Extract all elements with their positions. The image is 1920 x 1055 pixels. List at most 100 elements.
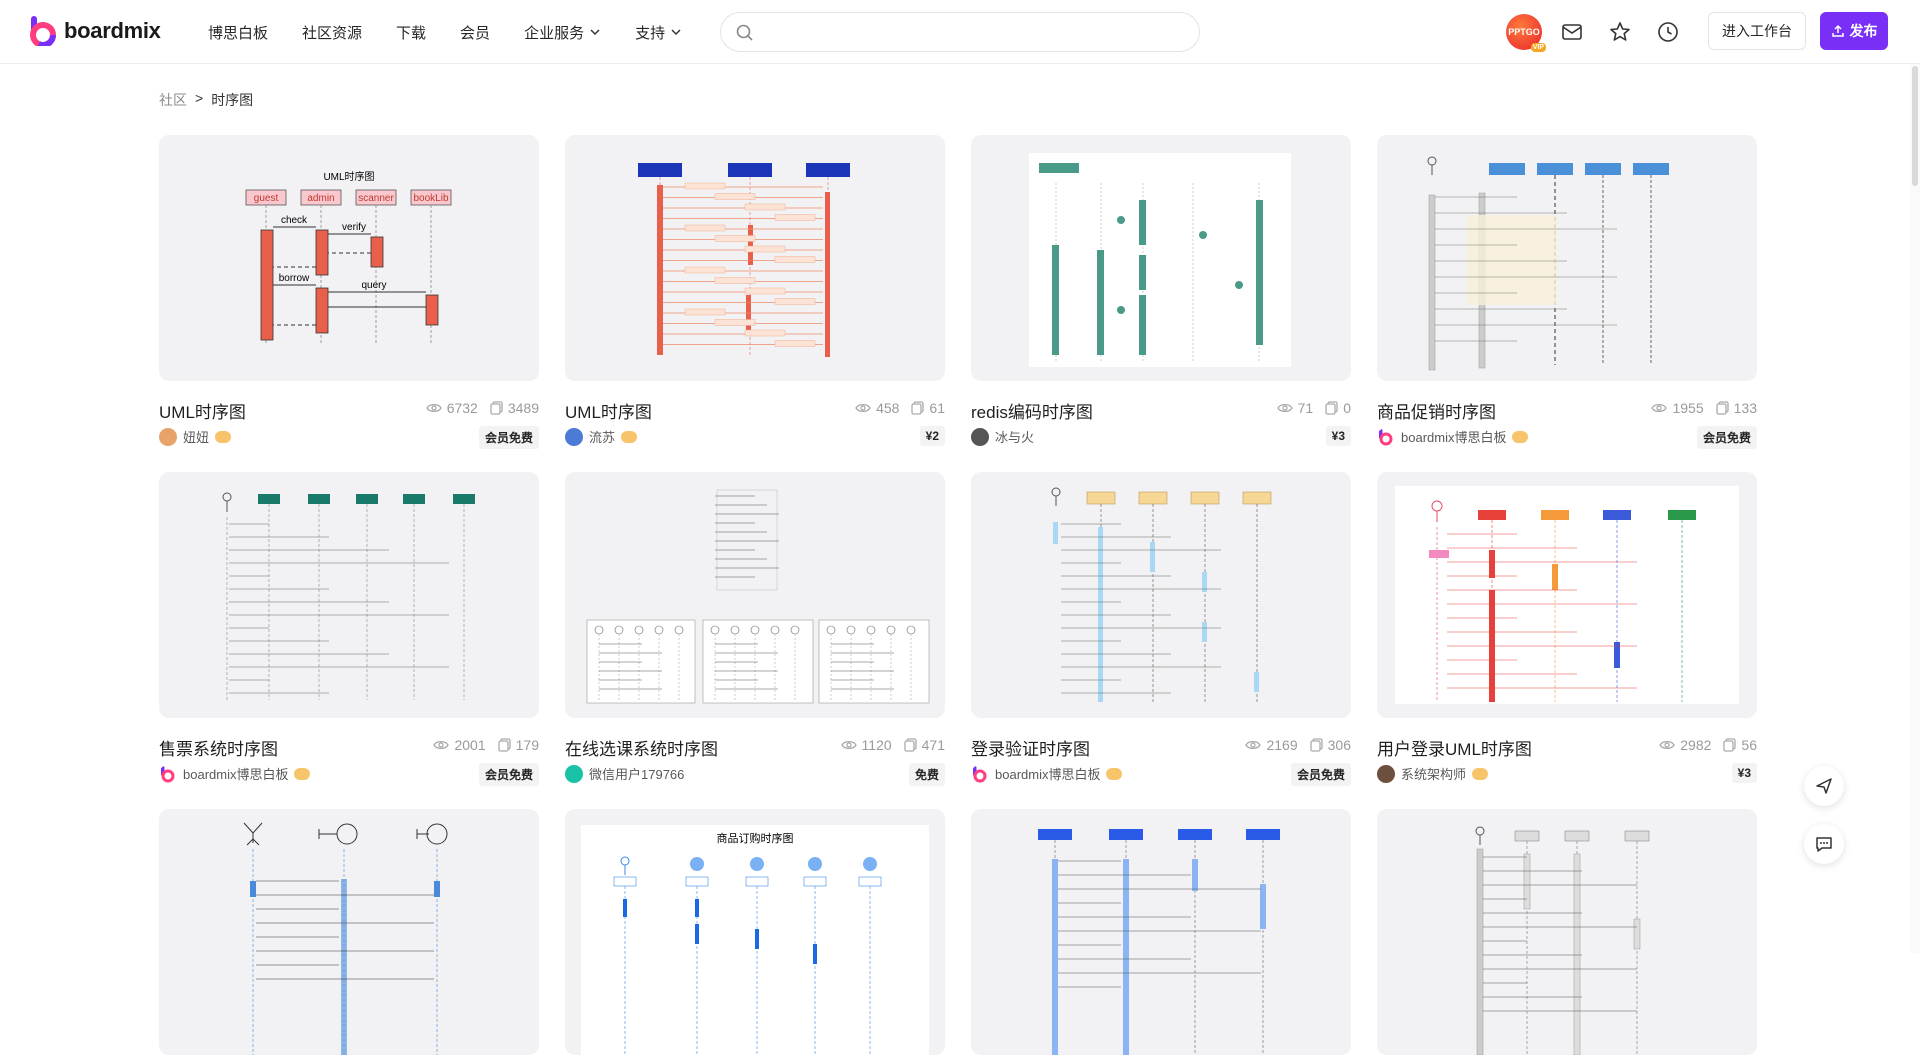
template-author[interactable]: 流苏 bbox=[565, 427, 638, 446]
copies-stat: 179 bbox=[497, 737, 539, 753]
nav-item-support[interactable]: 支持 bbox=[635, 22, 682, 43]
template-thumbnail[interactable] bbox=[971, 135, 1351, 381]
eye-views-icon bbox=[425, 403, 442, 413]
template-thumbnail[interactable] bbox=[1377, 472, 1757, 718]
template-author[interactable]: boardmix博思白板 bbox=[1377, 427, 1529, 446]
nav-item-whiteboard[interactable]: 博思白板 bbox=[208, 22, 268, 43]
thumbnail-diagram bbox=[1029, 153, 1291, 367]
user-avatar[interactable]: PPTGO VIP bbox=[1506, 14, 1546, 52]
publish-button[interactable]: 发布 bbox=[1820, 12, 1888, 50]
template-stats: 71 0 bbox=[1276, 400, 1351, 416]
template-author[interactable]: 系统架构师 bbox=[1377, 764, 1489, 783]
breadcrumb-root-link[interactable]: 社区 bbox=[159, 92, 187, 108]
copy-count-icon bbox=[1715, 401, 1729, 415]
search-input[interactable] bbox=[765, 13, 1185, 51]
star-icon[interactable] bbox=[1608, 20, 1632, 44]
template-card[interactable] bbox=[971, 809, 1351, 1055]
views-stat: 71 bbox=[1276, 400, 1314, 416]
template-title[interactable]: 用户登录UML时序图 bbox=[1377, 740, 1532, 759]
template-card[interactable] bbox=[1377, 809, 1757, 1055]
template-author[interactable]: boardmix博思白板 bbox=[971, 764, 1123, 783]
template-thumbnail[interactable] bbox=[565, 135, 945, 381]
search-box[interactable] bbox=[720, 12, 1200, 52]
template-author[interactable]: boardmix博思白板 bbox=[159, 764, 311, 783]
author-name: 流苏 bbox=[589, 430, 616, 445]
price-tag: 会员免费 bbox=[1290, 763, 1351, 786]
search-icon bbox=[736, 24, 753, 41]
nav-item-enterprise[interactable]: 企业服务 bbox=[524, 22, 601, 43]
nav-item-community[interactable]: 社区资源 bbox=[302, 22, 362, 43]
template-title[interactable]: 商品促销时序图 bbox=[1377, 403, 1496, 422]
copy-count-icon bbox=[903, 738, 917, 752]
thumbnail-diagram: 商品订购时序图 bbox=[581, 825, 929, 1055]
template-card[interactable] bbox=[159, 809, 539, 1055]
price-tag: 会员免费 bbox=[478, 426, 539, 449]
template-author[interactable]: 冰与火 bbox=[971, 427, 1034, 446]
chevron-down-icon bbox=[590, 29, 600, 36]
template-thumbnail[interactable] bbox=[971, 472, 1351, 718]
template-stats: 2001 179 bbox=[433, 737, 539, 753]
nav-label: 下载 bbox=[396, 24, 427, 42]
copies-count: 0 bbox=[1343, 400, 1351, 416]
template-card[interactable]: 商品订购时序图 bbox=[565, 809, 945, 1055]
views-count: 2001 bbox=[454, 737, 486, 753]
template-title[interactable]: 售票系统时序图 bbox=[159, 740, 278, 759]
thumbnail-diagram bbox=[243, 822, 448, 1055]
template-thumbnail[interactable] bbox=[159, 809, 539, 1055]
nav-label: 支持 bbox=[635, 24, 666, 42]
member-badge-icon bbox=[1512, 430, 1529, 443]
views-count: 1955 bbox=[1672, 400, 1704, 416]
template-thumbnail[interactable] bbox=[1377, 135, 1757, 381]
template-author[interactable]: 微信用户179766 bbox=[565, 764, 684, 783]
brand-logo[interactable]: boardmix bbox=[30, 16, 161, 46]
feedback-float-button[interactable] bbox=[1804, 824, 1844, 864]
thumbnail-diagram bbox=[1427, 156, 1669, 371]
member-badge-icon bbox=[621, 430, 638, 443]
author-avatar[interactable] bbox=[159, 427, 177, 446]
page-scrollbar[interactable] bbox=[1910, 64, 1920, 953]
template-thumbnail[interactable]: 商品订购时序图 bbox=[565, 809, 945, 1055]
thumbnail-diagram bbox=[222, 492, 475, 700]
history-clock-icon[interactable] bbox=[1656, 20, 1680, 44]
template-title[interactable]: UML时序图 bbox=[565, 403, 652, 422]
author-avatar[interactable] bbox=[971, 427, 989, 446]
brand-avatar-icon bbox=[973, 765, 987, 782]
mail-icon[interactable] bbox=[1560, 20, 1584, 44]
template-thumbnail[interactable] bbox=[565, 472, 945, 718]
nav-item-download[interactable]: 下载 bbox=[396, 22, 426, 43]
share-float-button[interactable] bbox=[1804, 766, 1844, 806]
template-thumbnail[interactable] bbox=[1377, 809, 1757, 1055]
author-avatar[interactable] bbox=[565, 427, 583, 446]
nav-item-membership[interactable]: 会员 bbox=[460, 22, 490, 43]
views-count: 71 bbox=[1297, 400, 1314, 416]
template-author[interactable]: 妞妞 bbox=[159, 427, 232, 446]
chat-icon bbox=[1816, 837, 1832, 852]
template-title[interactable]: 在线选课系统时序图 bbox=[565, 740, 718, 759]
template-title[interactable]: UML时序图 bbox=[159, 403, 246, 422]
nav-label: 博思白板 bbox=[208, 24, 269, 42]
copies-stat: 306 bbox=[1309, 737, 1351, 753]
template-thumbnail[interactable] bbox=[159, 472, 539, 718]
scrollbar-thumb[interactable] bbox=[1912, 66, 1918, 186]
author-avatar[interactable] bbox=[565, 764, 583, 783]
price-tag: 会员免费 bbox=[1696, 426, 1757, 449]
template-thumbnail[interactable] bbox=[971, 809, 1351, 1055]
author-avatar[interactable] bbox=[1377, 764, 1395, 783]
author-name: boardmix博思白板 bbox=[1401, 430, 1507, 445]
views-count: 1120 bbox=[861, 737, 892, 753]
template-title[interactable]: 登录验证时序图 bbox=[971, 740, 1090, 759]
enter-workspace-button[interactable]: 进入工作台 bbox=[1708, 12, 1806, 50]
template-title[interactable]: redis编码时序图 bbox=[971, 403, 1093, 422]
author-name: 冰与火 bbox=[995, 430, 1035, 445]
